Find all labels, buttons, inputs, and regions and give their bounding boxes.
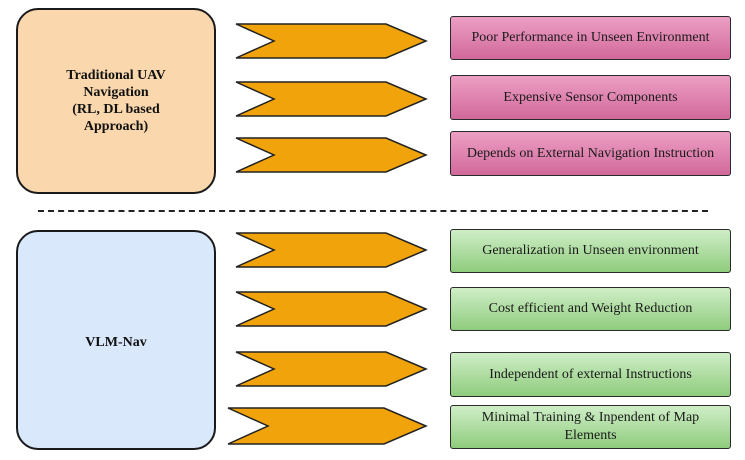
- arrow-vlm-1: [235, 232, 428, 268]
- outcome-generalization: Generalization in Unseen environment: [450, 229, 731, 273]
- section-divider: [38, 210, 708, 212]
- arrow-vlm-3: [235, 351, 428, 387]
- arrow-vlm-2: [235, 291, 428, 327]
- outcome-independent-instructions: Independent of external Instructions: [450, 352, 731, 397]
- arrow-traditional-3: [235, 137, 428, 173]
- outcome-external-navigation: Depends on External Navigation Instructi…: [450, 131, 731, 176]
- outcome-poor-performance: Poor Performance in Unseen Environment: [450, 16, 731, 60]
- traditional-navigation-box: Traditional UAV Navigation (RL, DL based…: [16, 8, 216, 194]
- outcome-cost-efficient: Cost efficient and Weight Reduction: [450, 287, 731, 331]
- traditional-navigation-label: Traditional UAV Navigation (RL, DL based…: [66, 68, 166, 134]
- outcome-expensive-sensors: Expensive Sensor Components: [450, 75, 731, 120]
- arrow-vlm-4: [227, 407, 428, 445]
- vlm-nav-label: VLM-Nav: [85, 334, 147, 350]
- outcome-minimal-training: Minimal Training & Inpendent of Map Elem…: [450, 405, 731, 449]
- arrow-traditional-1: [235, 23, 428, 59]
- vlm-nav-box: VLM-Nav: [16, 230, 216, 450]
- arrow-traditional-2: [235, 81, 428, 117]
